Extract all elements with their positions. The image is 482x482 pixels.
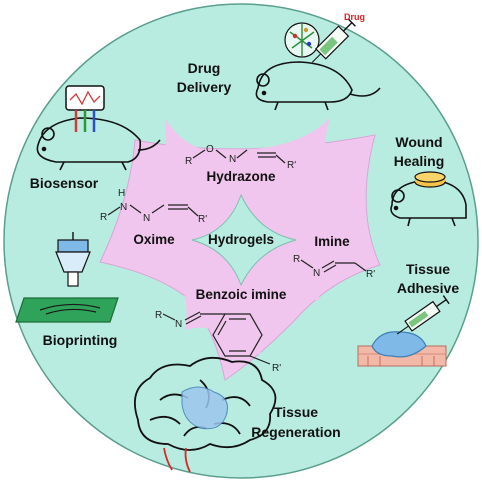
atom-h: H: [118, 188, 125, 199]
atom-r: R: [100, 212, 107, 223]
mouse-biosensor-icon: [36, 117, 161, 171]
label-tissue-adhesive-1: Tissue: [406, 261, 450, 277]
atom-n: N: [143, 213, 150, 224]
atom-o: O: [206, 144, 214, 155]
label-hydrazone: Hydrazone: [206, 169, 276, 184]
atom-n: N: [120, 202, 127, 213]
atom-n: N: [229, 154, 236, 165]
label-wound-healing-1: Wound: [395, 134, 442, 150]
center-label: Hydrogels: [208, 232, 274, 247]
label-tissue-adhesive-2: Adhesive: [397, 280, 459, 296]
tissue-adhesive-icon: [357, 331, 447, 367]
label-tissue-regeneration-1: Tissue: [274, 404, 318, 420]
atom-r: R: [293, 254, 300, 265]
mouse-drug-delivery-icon: [255, 61, 381, 111]
structure-oxime: [107, 204, 199, 217]
label-wound-healing-2: Healing: [394, 153, 445, 169]
monitor-icon: [65, 85, 105, 132]
atom-r-prime: R': [287, 160, 296, 171]
atom-n: N: [313, 268, 320, 279]
atom-r: R: [155, 310, 162, 321]
atom-r-prime: R': [366, 269, 375, 280]
label-biosensor: Biosensor: [30, 175, 99, 191]
adhesive-syringe-icon: [396, 295, 450, 335]
structure-hydrazone: [192, 149, 286, 164]
brain-regeneration-patch: [181, 386, 228, 430]
label-tissue-regeneration-2: Regeneration: [251, 424, 340, 440]
atom-n: N: [175, 319, 182, 330]
label-oxime: Oxime: [133, 232, 175, 247]
bioprinter-icon: [15, 232, 119, 323]
label-imine: Imine: [314, 234, 350, 249]
structure-imine: [300, 259, 367, 273]
wound-pad-icon: [414, 171, 446, 188]
center-diamond: [191, 193, 297, 287]
label-bioprinting: Bioprinting: [43, 332, 118, 348]
atom-r-prime: R': [198, 214, 207, 225]
label-drug-delivery-1: Drug: [188, 60, 221, 76]
structure-benzoic-imine: [162, 311, 271, 365]
syringe-icon: [311, 18, 356, 63]
brain-vessels-icon: [163, 447, 191, 473]
drug-tag: Drug: [344, 12, 365, 22]
mouse-wound-healing-icon: [390, 179, 467, 227]
label-drug-delivery-2: Delivery: [177, 79, 232, 95]
molecule-ball-icon: [284, 22, 320, 58]
label-benzoic-imine: Benzoic imine: [196, 287, 287, 302]
atom-r: R: [185, 156, 192, 167]
atom-r-prime: R': [272, 363, 281, 374]
